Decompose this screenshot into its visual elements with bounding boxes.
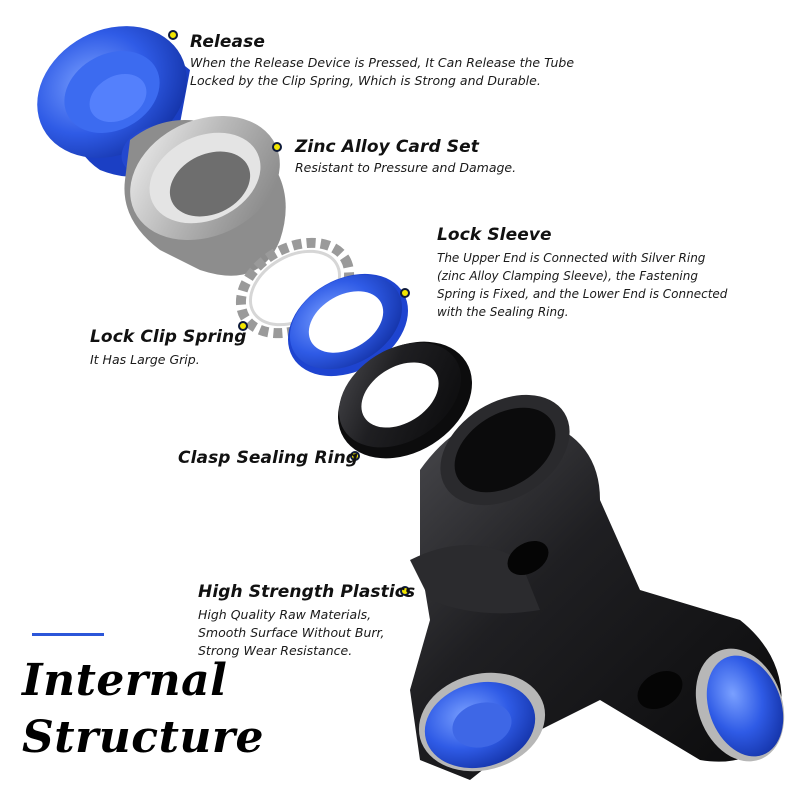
sealing-title: Clasp Sealing Ring (178, 448, 359, 468)
lock-sleeve-desc-line-1: The Upper End is Connected with Silver R… (437, 251, 706, 265)
sealing-marker (350, 451, 360, 461)
plastics-desc-line-2: Smooth Surface Without Burr, (198, 625, 385, 640)
tee-fitting-body (410, 394, 785, 780)
clip-spring-callout: Lock Clip Spring It Has Large Grip. (90, 327, 247, 369)
zinc-desc: Resistant to Pressure and Damage. (295, 159, 516, 177)
lock-sleeve-ring (287, 273, 409, 377)
plastics-callout: High Strength Plastics High Quality Raw … (198, 582, 415, 660)
zinc-desc-line-1: Resistant to Pressure and Damage. (295, 160, 517, 175)
sealing-callout: Clasp Sealing Ring (178, 448, 358, 468)
plastics-desc-line-1: High Quality Raw Materials, (198, 607, 372, 622)
lock-sleeve-desc-line-4: with the Sealing Ring. (437, 305, 569, 319)
lock-sleeve-title: Lock Sleeve (437, 225, 552, 245)
clip-spring-title: Lock Clip Spring (90, 327, 247, 347)
lock-sleeve-marker (400, 288, 410, 298)
release-marker (168, 30, 178, 40)
lock-sleeve-desc-line-2: (zinc Alloy Clamping Sleeve), the Fasten… (437, 269, 698, 283)
zinc-alloy-ring (124, 115, 286, 276)
release-title: Release (190, 32, 265, 52)
lock-sleeve-desc: The Upper End is Connected with Silver R… (437, 249, 773, 321)
clasp-sealing-ring (338, 341, 472, 459)
plastics-marker (400, 586, 410, 596)
clip-spring-desc: It Has Large Grip. (90, 351, 247, 369)
zinc-callout: Zinc Alloy Card Set Resistant to Pressur… (295, 137, 516, 177)
release-desc-line-2: Locked by the Clip Spring, Which is Stro… (190, 73, 541, 88)
lock-sleeve-callout: Lock Sleeve The Upper End is Connected w… (437, 225, 773, 321)
release-desc: When the Release Device is Pressed, It C… (190, 54, 574, 90)
plastics-desc: High Quality Raw Materials, Smooth Surfa… (198, 606, 415, 660)
lock-sleeve-desc-line-3: Spring is Fixed, and the Lower End is Co… (437, 287, 728, 301)
heading-line-1: Internal (22, 655, 228, 706)
clip-spring-marker (238, 321, 248, 331)
release-cap (37, 26, 190, 177)
heading-accent-rule (32, 633, 104, 636)
heading-line-2: Structure (22, 712, 265, 763)
release-desc-line-1: When the Release Device is Pressed, It C… (190, 55, 575, 70)
plastics-title: High Strength Plastics (198, 582, 416, 602)
zinc-title: Zinc Alloy Card Set (295, 137, 479, 157)
clip-spring-desc-line-1: It Has Large Grip. (90, 352, 200, 367)
release-callout: Release When the Release Device is Press… (190, 32, 574, 90)
zinc-marker (272, 142, 282, 152)
plastics-desc-line-3: Strong Wear Resistance. (198, 643, 353, 658)
